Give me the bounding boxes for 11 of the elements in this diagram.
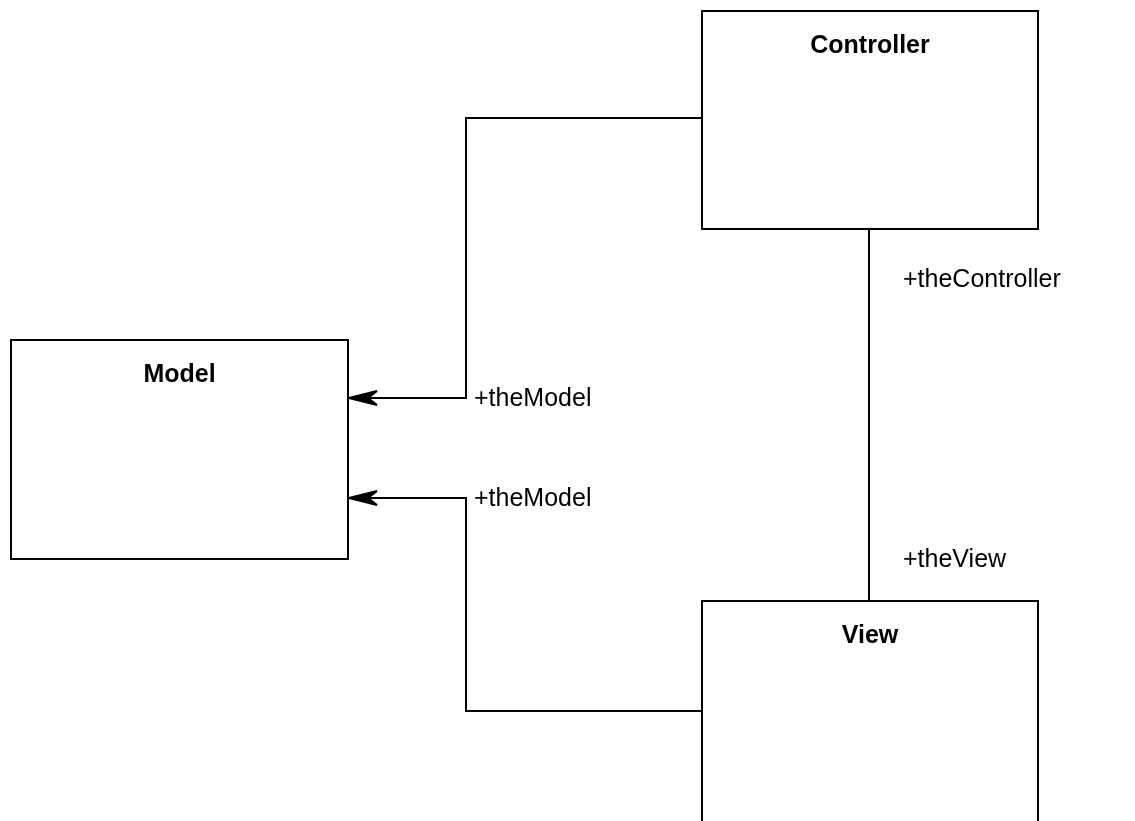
role-label: +theController	[903, 263, 1061, 293]
class-box	[701, 600, 1039, 821]
class-box	[10, 339, 349, 560]
class-box	[701, 10, 1039, 230]
class-name: Model	[143, 361, 216, 386]
class-name: View	[841, 622, 899, 647]
class-name: Controller	[810, 32, 930, 57]
role-label: +theView	[903, 543, 1007, 573]
arrow	[348, 490, 702, 712]
connector	[868, 229, 870, 601]
arrow	[348, 117, 702, 406]
